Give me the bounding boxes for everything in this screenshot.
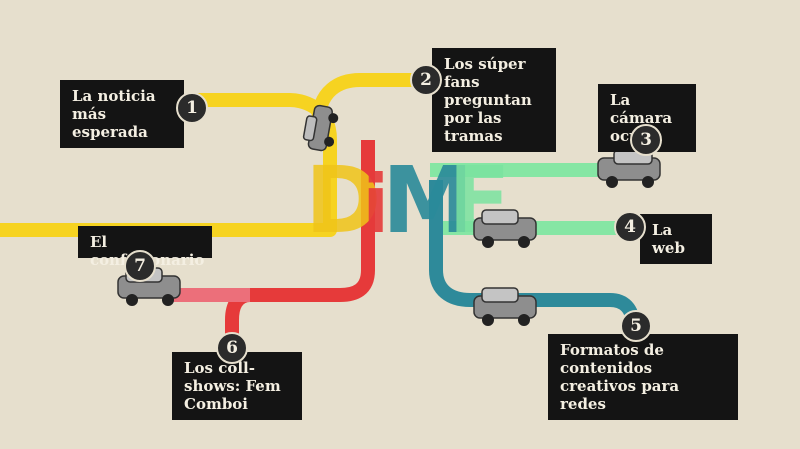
- dime-logo: D i M E: [305, 147, 511, 254]
- vintage-car-icon: [473, 209, 537, 248]
- station-6-label: Los coll-shows: Fem Comboi: [172, 352, 302, 420]
- vintage-car-icon: [473, 287, 537, 326]
- station-2-text: Los súper fans preguntan por las tramas: [444, 55, 532, 145]
- station-5-text: Formatos de contenidos creativos para re…: [560, 341, 680, 413]
- svg-text:M: M: [382, 147, 474, 254]
- station-2-badge: 2: [410, 64, 442, 96]
- station-7-badge: 7: [124, 250, 156, 282]
- station-4-text: La web: [652, 221, 685, 257]
- station-4-badge: 4: [614, 211, 646, 243]
- station-1-text: La noticia más esperada: [72, 87, 156, 141]
- station-2-label: Los súper fans preguntan por las tramas: [432, 48, 556, 152]
- station-1-label: La noticia más esperada: [60, 80, 184, 148]
- svg-text:i: i: [362, 158, 389, 251]
- station-5-badge: 5: [620, 310, 652, 342]
- station-5-label: Formatos de contenidos creativos para re…: [548, 334, 738, 420]
- station-1-badge: 1: [176, 92, 208, 124]
- vintage-car-icon: [597, 149, 661, 188]
- red-route: [225, 140, 375, 345]
- svg-text:D: D: [305, 147, 381, 254]
- vintage-car-icon: [302, 104, 339, 152]
- station-4-label: La web: [640, 214, 712, 264]
- station-6-badge: 6: [216, 332, 248, 364]
- station-3-badge: 3: [630, 124, 662, 156]
- station-6-text: Los coll-shows: Fem Comboi: [184, 359, 281, 413]
